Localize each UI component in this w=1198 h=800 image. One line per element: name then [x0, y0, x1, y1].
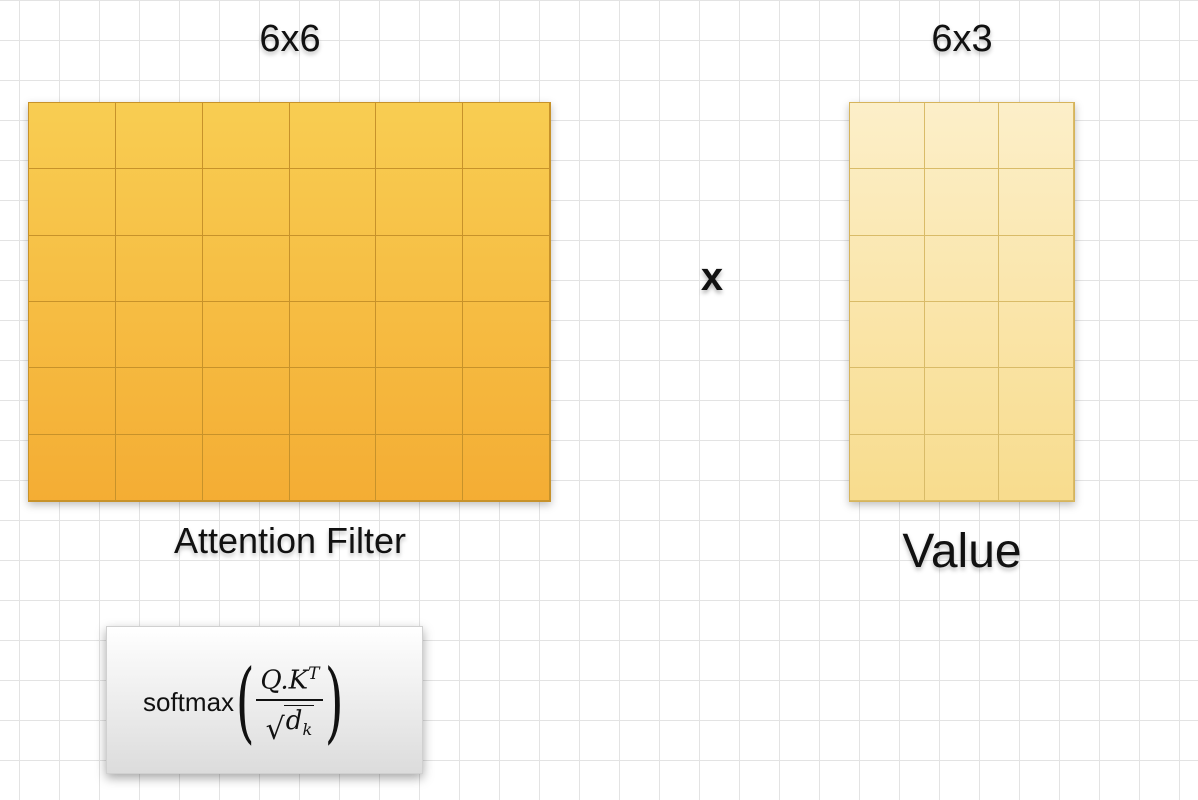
attention-matrix-cell [202, 434, 290, 501]
attention-matrix-cell [29, 169, 116, 236]
attention-matrix-cell [202, 302, 290, 369]
attention-matrix-cell [463, 434, 550, 501]
denominator-subscript: k [302, 720, 313, 740]
attention-matrix-cell [376, 169, 464, 236]
attention-matrix-cell [463, 302, 550, 369]
numerator-base: Q.K [260, 665, 309, 696]
formula-fraction: Q.KT √ dk [256, 659, 324, 748]
attention-matrix-cell [289, 235, 377, 302]
attention-matrix-cell [202, 103, 290, 170]
attention-filter-matrix [28, 102, 551, 502]
attention-matrix-cell [29, 103, 116, 170]
left-paren: ( [235, 650, 255, 753]
value-matrix-cell [924, 434, 1000, 501]
attention-matrix-cell [115, 103, 203, 170]
value-matrix-cell [999, 434, 1074, 501]
formula-radicand: dk [283, 705, 315, 745]
value-matrix-cell [850, 103, 925, 170]
attention-matrix-cell [289, 103, 377, 170]
value-matrix-cell [850, 235, 925, 302]
value-matrix-cell [924, 103, 1000, 170]
attention-matrix-cell [115, 302, 203, 369]
value-matrix-cell [850, 302, 925, 369]
denominator-base: d [285, 706, 303, 737]
value-matrix-cell [850, 169, 925, 236]
formula-function-name: softmax [143, 686, 235, 717]
value-matrix-cell [850, 434, 925, 501]
attention-matrix-cell [289, 368, 377, 435]
attention-matrix-cell [115, 368, 203, 435]
multiply-operator: x [700, 255, 724, 299]
attention-matrix-cell [202, 368, 290, 435]
formula-denominator: √ dk [265, 701, 315, 748]
attention-matrix-cell [115, 235, 203, 302]
attention-matrix-cell [29, 368, 116, 435]
attention-matrix-cell [463, 235, 550, 302]
attention-matrix-cell [289, 302, 377, 369]
attention-matrix-cell [115, 434, 203, 501]
attention-matrix-cell [29, 434, 116, 501]
attention-matrix-cell [463, 368, 550, 435]
numerator-superscript: T [308, 663, 320, 684]
attention-matrix-cell [376, 368, 464, 435]
formula-box: softmax ( Q.KT √ dk ) [106, 626, 423, 774]
value-matrix [849, 102, 1075, 502]
attention-matrix-cell [202, 169, 290, 236]
attention-matrix-cell [29, 302, 116, 369]
attention-dims-label: 6x6 [259, 18, 321, 60]
attention-matrix-cell [463, 169, 550, 236]
value-matrix-cell [999, 103, 1074, 170]
value-matrix-cell [924, 169, 1000, 236]
attention-matrix-cell [115, 169, 203, 236]
value-matrix-cell [850, 368, 925, 435]
attention-matrix-cell [376, 434, 464, 501]
attention-matrix-cell [376, 235, 464, 302]
attention-matrix-cell [202, 235, 290, 302]
value-matrix-cell [924, 235, 1000, 302]
value-matrix-cell [999, 368, 1074, 435]
value-matrix-cell [999, 235, 1074, 302]
value-matrix-cell [924, 302, 1000, 369]
attention-matrix-cell [289, 434, 377, 501]
value-matrix-cell [999, 302, 1074, 369]
softmax-formula: softmax ( Q.KT √ dk ) [143, 657, 344, 747]
attention-filter-caption: Attention Filter [173, 520, 407, 561]
formula-numerator: Q.KT [256, 659, 324, 702]
value-matrix-cell [924, 368, 1000, 435]
attention-matrix-cell [463, 103, 550, 170]
attention-matrix-cell [29, 235, 116, 302]
right-paren: ) [325, 650, 345, 753]
value-dims-label: 6x3 [931, 18, 993, 60]
value-matrix-cell [999, 169, 1074, 236]
attention-matrix-cell [376, 103, 464, 170]
sqrt-symbol: √ [265, 712, 285, 748]
value-caption: Value [902, 525, 1022, 578]
attention-matrix-cell [289, 169, 377, 236]
attention-matrix-cell [376, 302, 464, 369]
